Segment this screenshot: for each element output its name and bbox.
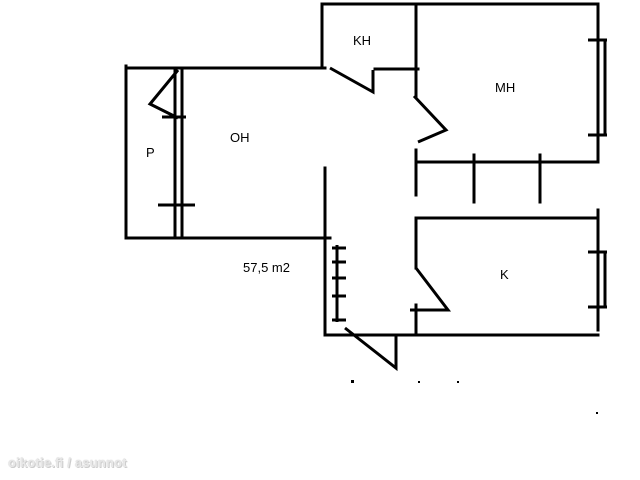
- walls: [124, 2, 600, 337]
- doors: [147, 66, 452, 372]
- stray-marks: [351, 380, 598, 414]
- watermark: oikotie.fi / asunnot: [8, 455, 127, 470]
- room-label-k: K: [500, 267, 509, 282]
- room-label-p: P: [146, 145, 155, 160]
- room-label-mh: MH: [495, 80, 515, 95]
- room-label-kh: KH: [353, 33, 371, 48]
- area-label: 57,5 m2: [243, 260, 290, 275]
- wardrobe: [332, 245, 346, 322]
- room-label-oh: OH: [230, 130, 250, 145]
